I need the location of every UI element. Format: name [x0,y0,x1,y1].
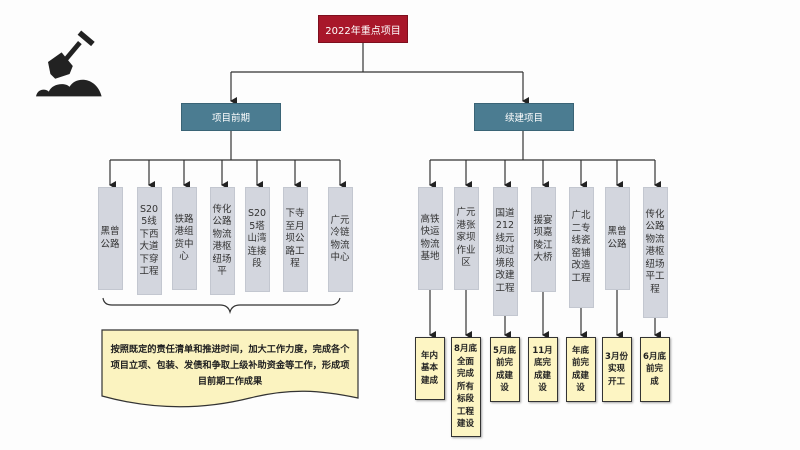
result-box: 8月底全面完成所有标段工程建设 [450,337,481,437]
root-node[interactable]: 2022年重点项目 [318,15,408,43]
preliminary-item[interactable]: S205塔山湾连接段 [244,187,270,292]
preliminary-item[interactable]: 传化公路物流港枢纽场平 [209,187,235,295]
continuing-item[interactable]: 广北二专线瓷窑铺改造工程 [568,187,594,308]
shovel-dirt-icon [28,22,108,102]
continuing-item[interactable]: 援宴坝嘉陵江大桥 [530,187,556,292]
preliminary-note: 按照既定的责任清单和推进时间，加大工作力度，完成各个项目立项、包装、发债和争取上… [110,344,350,387]
result-box: 11月底完成建设 [527,337,558,402]
brace [102,297,341,315]
preliminary-item[interactable]: 下寺至月坝公路工程 [282,187,308,292]
preliminary-item[interactable]: 铁路港组货中心 [171,187,197,290]
phase-node-continuing[interactable]: 续建项目 [474,103,574,131]
result-box: 3月份实现开工 [601,337,632,402]
result-box: 年内基本建成 [414,337,445,400]
preliminary-item[interactable]: S205线下西大道下穿工程 [136,187,162,295]
result-box: 6月底前完成 [639,337,670,402]
phase-node-preliminary[interactable]: 项目前期 [181,103,281,131]
continuing-item[interactable]: 广元港张家坝作业区 [453,187,479,290]
result-box: 5月底前完成建设 [489,337,520,402]
continuing-item[interactable]: 黑曾公路 [604,187,630,290]
result-box: 年底前完成建设 [565,337,596,402]
continuing-item[interactable]: 传化公路物流港枢纽场平工程 [642,187,668,318]
preliminary-item[interactable]: 广元冷链物流中心 [327,187,353,292]
continuing-item[interactable]: 国道212线元坝过境段改建工程 [492,187,518,316]
continuing-item[interactable]: 高铁快运物流基地 [417,187,443,290]
note-shape [101,329,359,408]
preliminary-item[interactable]: 黑曾公路 [97,187,123,290]
